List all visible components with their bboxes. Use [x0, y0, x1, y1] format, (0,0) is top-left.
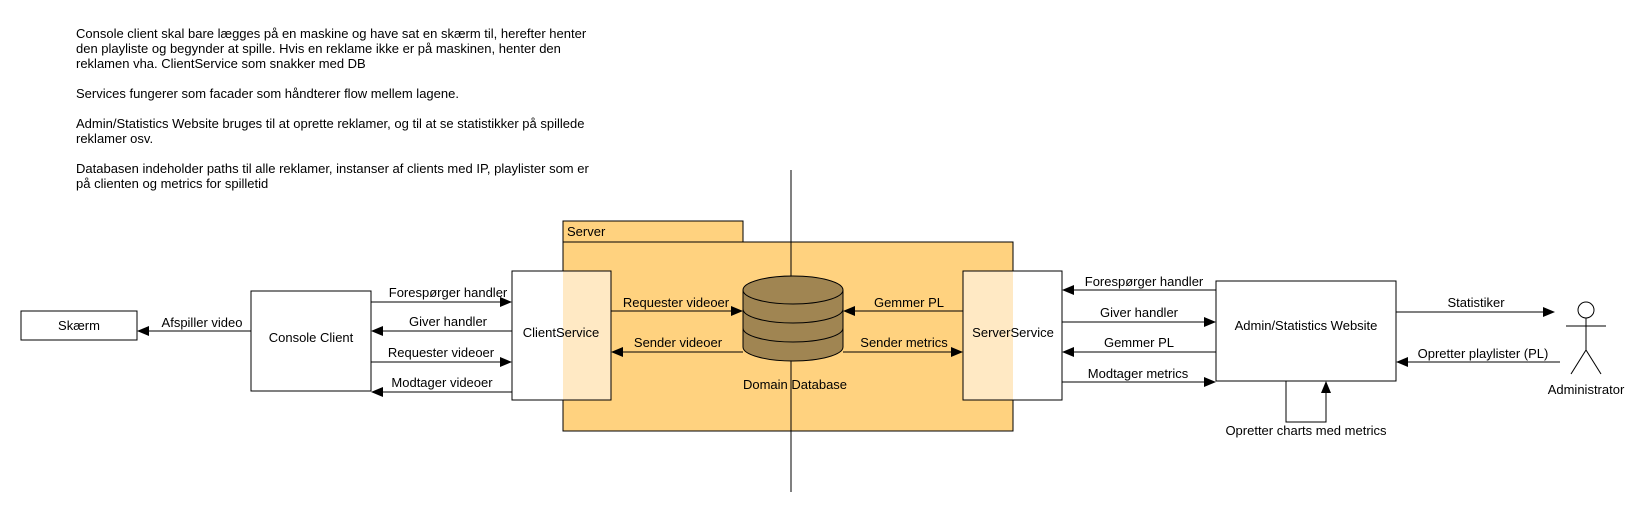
edge-label: Requester videoer	[388, 345, 495, 360]
edge-cc-modtager-videoer: Modtager videoer	[371, 375, 512, 397]
description-paragraph: Console client skal bare lægges på en ma…	[76, 26, 587, 71]
edge-label-afspiller-video: Afspiller video	[162, 315, 243, 330]
server-service-node[interactable]: ServerService	[962, 270, 1063, 401]
description-paragraph: Services fungerer som facader som håndte…	[76, 86, 459, 101]
domain-database-label: Domain Database	[743, 377, 847, 392]
edge-afspiller-video: Afspiller video	[137, 315, 251, 336]
edge-label: Forespørger handler	[1085, 274, 1204, 289]
edge-label: Giver handler	[1100, 305, 1179, 320]
edge-ss-forespoerger-handler: Forespørger handler	[1062, 274, 1216, 295]
server-service-label: ServerService	[972, 325, 1054, 340]
edge-label: Opretter playlister (PL)	[1418, 346, 1549, 361]
person-icon	[1566, 301, 1606, 375]
edge-label: Giver handler	[409, 314, 488, 329]
admin-website-label: Admin/Statistics Website	[1235, 318, 1378, 333]
edge-cs-requester-videoer: Requester videoer	[611, 295, 743, 316]
edge-db-gemmer-pl: Gemmer PL	[843, 295, 963, 316]
server-service-overlap	[963, 271, 1013, 400]
server-service-outline	[962, 270, 1063, 401]
edge-cc-forespoerger-handler: Forespørger handler	[371, 285, 512, 307]
edge-ss-modtager-metrics: Modtager metrics	[1062, 366, 1216, 387]
admin-website-node[interactable]: Admin/Statistics Website	[1215, 280, 1397, 382]
edge-ss-giver-handler: Giver handler	[1062, 305, 1216, 327]
edge-label: Sender videoer	[634, 335, 723, 350]
edge-label: Modtager metrics	[1088, 366, 1189, 381]
skaerm-label: Skærm	[58, 318, 100, 333]
edge-cc-requester-videoer: Requester videoer	[371, 345, 512, 367]
edge-label: Requester videoer	[623, 295, 730, 310]
edge-label: Sender metrics	[860, 335, 948, 350]
edge-statistiker: Statistiker	[1396, 295, 1555, 317]
edge-opretter-playlister: Opretter playlister (PL)	[1396, 346, 1560, 367]
description-text: Console client skal bare lægges på en ma…	[76, 26, 596, 206]
edge-label: Opretter charts med metrics	[1225, 423, 1387, 438]
console-client-label: Console Client	[269, 330, 354, 345]
administrator-actor[interactable]: Administrator	[1548, 301, 1625, 397]
skaerm-box	[20, 310, 138, 341]
edge-cs-sender-videoer: Sender videoer	[611, 335, 743, 357]
edge-opretter-charts: Opretter charts med metrics	[1225, 381, 1387, 438]
admin-website-box	[1215, 280, 1397, 382]
edge-ss-gemmer-pl: Gemmer PL	[1062, 335, 1216, 357]
console-client-box	[250, 290, 372, 392]
edge-label: Modtager videoer	[391, 375, 493, 390]
edge-cc-giver-handler: Giver handler	[371, 314, 512, 336]
skaerm-node[interactable]: Skærm	[20, 310, 138, 341]
edge-label: Gemmer PL	[874, 295, 944, 310]
edge-db-sender-metrics: Sender metrics	[843, 335, 963, 357]
client-service-outline	[511, 270, 612, 401]
description-paragraph: Admin/Statistics Website bruges til at o…	[76, 116, 585, 146]
edge-label: Statistiker	[1447, 295, 1505, 310]
console-client-node[interactable]: Console Client	[250, 290, 372, 392]
administrator-label: Administrator	[1548, 382, 1625, 397]
server-package-label: Server	[567, 224, 606, 239]
database-icon	[742, 275, 844, 362]
edge-label: Forespørger handler	[389, 285, 508, 300]
client-service-overlap	[563, 271, 611, 400]
client-service-node[interactable]: ClientService	[511, 270, 612, 401]
edge-label: Gemmer PL	[1104, 335, 1174, 350]
domain-database-node[interactable]: Domain Database	[742, 275, 847, 392]
description-paragraph: Databasen indeholder paths til alle rekl…	[76, 161, 589, 191]
client-service-label: ClientService	[523, 325, 600, 340]
